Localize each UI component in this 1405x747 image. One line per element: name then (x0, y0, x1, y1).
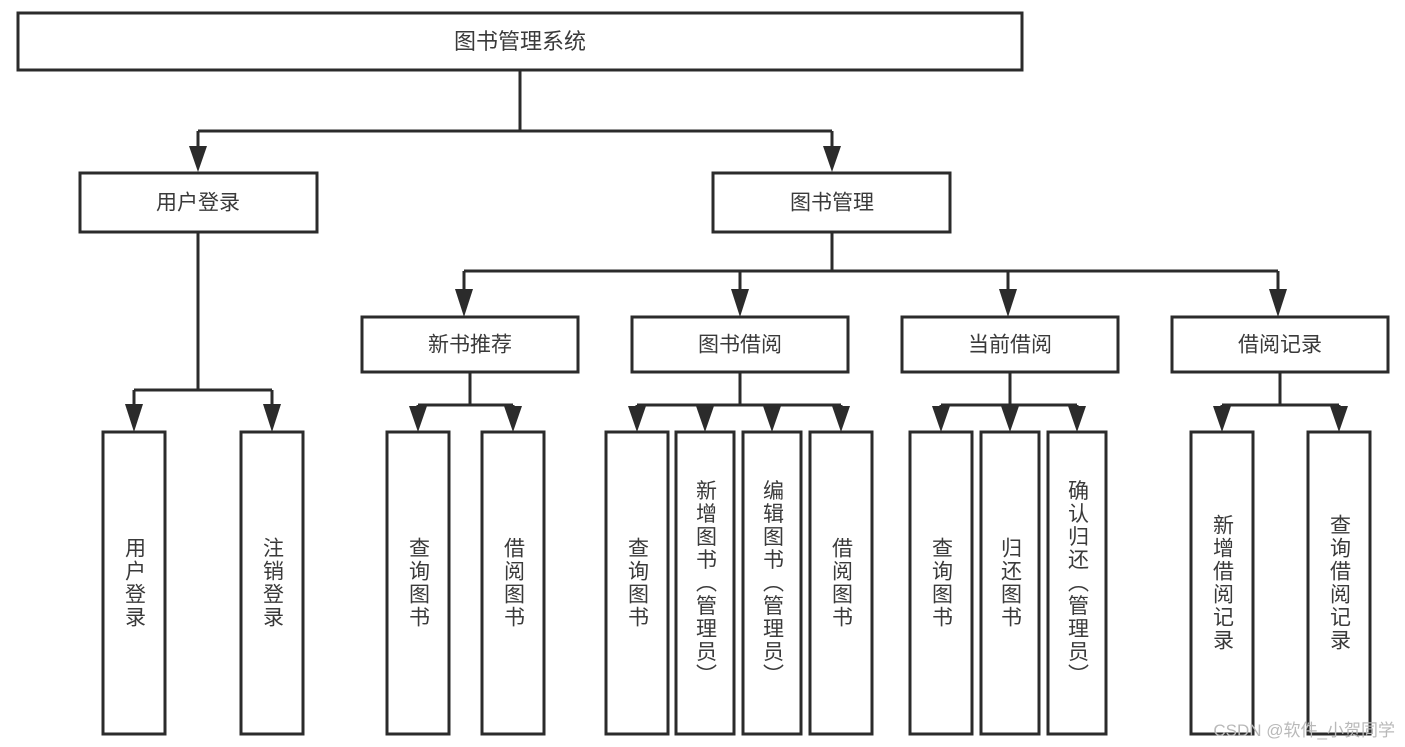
book-manage-box[interactable] (711, 171, 952, 234)
leaf-borrow-book-2-label: 借阅图书 (830, 537, 854, 629)
leaf-node-user-login[interactable]: 用户登录 (101, 430, 167, 736)
leaf-borrow-book-2-box[interactable] (808, 430, 874, 736)
leaf-node-add-book[interactable]: 新增图书（管理员） (674, 430, 736, 736)
arrow-book-borrow (731, 289, 749, 317)
book-borrow-box[interactable] (630, 315, 850, 374)
leaf-node-confirm-return[interactable]: 确认归还（管理员） (1046, 430, 1108, 736)
leaf-user-login-label: 用户登录 (123, 537, 147, 629)
arrow-leaf-add-book (696, 406, 714, 432)
connector-layer (125, 70, 1348, 432)
leaf-add-record-box[interactable] (1189, 430, 1255, 736)
node-book-manage[interactable]: 图书管理 (711, 171, 952, 234)
leaf-query-book-1-box[interactable] (385, 430, 451, 736)
arrow-user-login (189, 146, 207, 172)
node-new-book-recommend[interactable]: 新书推荐 (360, 315, 580, 374)
user-login-label: 用户登录 (156, 192, 240, 215)
node-book-borrow[interactable]: 图书借阅 (630, 315, 850, 374)
leaf-node-borrow-book-2[interactable]: 借阅图书 (808, 430, 874, 736)
arrow-current-borrow (999, 289, 1017, 317)
leaf-node-borrow-book-1[interactable]: 借阅图书 (480, 430, 546, 736)
arrow-leaf-edit-book (763, 406, 781, 432)
leaf-node-edit-book[interactable]: 编辑图书（管理员） (741, 430, 803, 736)
leaf-node-add-record[interactable]: 新增借阅记录 (1189, 430, 1255, 736)
arrow-leaf-query-record (1330, 406, 1348, 432)
leaf-node-return-book[interactable]: 归还图书 (979, 430, 1041, 736)
leaf-add-book-box[interactable] (674, 430, 736, 736)
arrow-leaf-query-book-3 (932, 406, 950, 432)
leaf-confirm-return-box[interactable] (1046, 430, 1108, 736)
leaf-query-book-2-label: 查询图书 (626, 537, 650, 629)
leaf-logout-login-box[interactable] (239, 430, 305, 736)
leaf-query-book-2-box[interactable] (604, 430, 670, 736)
leaf-edit-book-box[interactable] (741, 430, 803, 736)
node-borrow-record[interactable]: 借阅记录 (1170, 315, 1390, 374)
current-borrow-box[interactable] (900, 315, 1120, 374)
new-book-recommend-box[interactable] (360, 315, 580, 374)
arrow-leaf-query-book-2 (628, 406, 646, 432)
arrow-leaf-user-login (125, 404, 143, 432)
borrow-record-box[interactable] (1170, 315, 1390, 374)
leaf-node-query-book-3[interactable]: 查询图书 (908, 430, 974, 736)
node-root-system[interactable]: 图书管理系统 (16, 11, 1024, 72)
user-login-box[interactable] (78, 171, 319, 234)
node-current-borrow[interactable]: 当前借阅 (900, 315, 1120, 374)
book-borrow-label: 图书借阅 (698, 334, 782, 357)
leaf-user-login-box[interactable] (101, 430, 167, 736)
leaf-add-book-label: 新增图书（管理员） (694, 480, 718, 687)
leaf-query-book-1-label: 查询图书 (407, 537, 431, 629)
leaf-node-query-record[interactable]: 查询借阅记录 (1306, 430, 1372, 736)
root-label: 图书管理系统 (454, 29, 586, 54)
leaf-query-book-3-label: 查询图书 (930, 537, 954, 629)
leaf-edit-book-label: 编辑图书（管理员） (761, 480, 785, 687)
arrow-leaf-borrow-book-2 (832, 406, 850, 432)
new-book-recommend-label: 新书推荐 (428, 334, 512, 357)
arrow-leaf-logout (263, 404, 281, 432)
leaf-logout-login-label: 注销登录 (261, 537, 285, 629)
arrow-leaf-return-book (1001, 406, 1019, 432)
arrow-leaf-query-book-1 (409, 406, 427, 432)
root-box[interactable] (16, 11, 1024, 72)
node-user-login[interactable]: 用户登录 (78, 171, 319, 234)
arrow-book-manage (823, 146, 841, 172)
arrow-borrow-record (1269, 289, 1287, 317)
leaf-query-book-3-box[interactable] (908, 430, 974, 736)
borrow-record-label: 借阅记录 (1238, 334, 1322, 357)
leaf-node-logout-login[interactable]: 注销登录 (239, 430, 305, 736)
arrow-new-book (455, 289, 473, 317)
leaf-node-query-book-2[interactable]: 查询图书 (604, 430, 670, 736)
leaf-confirm-return-label: 确认归还（管理员） (1066, 480, 1090, 687)
leaf-query-record-label: 查询借阅记录 (1328, 514, 1352, 652)
leaf-borrow-book-1-box[interactable] (480, 430, 546, 736)
current-borrow-label: 当前借阅 (968, 334, 1052, 357)
book-manage-label: 图书管理 (790, 192, 874, 215)
leaf-borrow-book-1-label: 借阅图书 (502, 537, 526, 629)
arrow-leaf-confirm-return (1068, 406, 1086, 432)
arrow-leaf-add-record (1213, 406, 1231, 432)
leaf-query-record-box[interactable] (1306, 430, 1372, 736)
leaf-add-record-label: 新增借阅记录 (1211, 514, 1235, 652)
leaf-return-book-label: 归还图书 (999, 537, 1023, 629)
arrow-leaf-borrow-book-1 (504, 406, 522, 432)
leaf-return-book-box[interactable] (979, 430, 1041, 736)
leaf-node-query-book-1[interactable]: 查询图书 (385, 430, 451, 736)
